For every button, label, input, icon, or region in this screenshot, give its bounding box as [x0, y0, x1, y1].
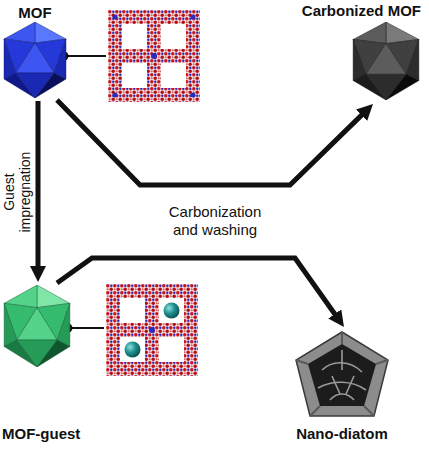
lattice-band [108, 88, 200, 102]
lattice-node [113, 15, 118, 20]
node-shape [292, 330, 392, 422]
facet [4, 303, 17, 346]
node-shape [2, 285, 72, 367]
facet [406, 39, 419, 80]
facet [366, 44, 406, 75]
lattice-node [191, 93, 196, 98]
facet [386, 74, 419, 100]
step-label: Guest impregnation [1, 152, 33, 233]
nano-diatom-shape [292, 330, 392, 422]
lattice-band [106, 362, 198, 376]
upper-leader [60, 52, 107, 61]
mof-guest-node: MOF-guest [2, 285, 80, 443]
process-arrow [36, 101, 41, 270]
facet [54, 39, 66, 79]
process-label: Carbonization and washing [156, 203, 274, 239]
node-heading: MOF [18, 4, 51, 22]
facet [57, 303, 70, 346]
icosahedron-shape [2, 285, 72, 367]
lattice-band [106, 323, 198, 337]
lattice-band [106, 284, 198, 298]
lattice-node [151, 53, 157, 59]
node-heading: MOF-guest [2, 425, 80, 443]
carbonized-mof-node: Carbonized MOF [302, 2, 421, 100]
diatom-edges [296, 332, 388, 416]
mof-lattice [108, 10, 200, 102]
icosahedron-shape [351, 22, 421, 100]
process-arrow [57, 100, 364, 185]
lattice-band [108, 10, 200, 24]
facet [353, 39, 366, 80]
leader-line [64, 55, 106, 57]
node-heading: Carbonized MOF [302, 2, 421, 20]
lattice-node [113, 93, 118, 98]
guest-molecule [164, 303, 180, 319]
diatom-shell [296, 332, 388, 416]
facet [35, 73, 66, 98]
leader-line [68, 327, 104, 329]
diatom-cavity [308, 344, 376, 406]
icosahedron-shape [2, 22, 68, 98]
guest-molecule [125, 342, 141, 358]
node-heading: Nano-diatom [296, 425, 388, 443]
node-shape [351, 22, 421, 100]
facet [4, 39, 16, 79]
facet [17, 308, 57, 340]
mof-node: MOF [2, 4, 68, 98]
diatom-struts [318, 350, 366, 400]
lattice-node [149, 327, 155, 333]
lattice-node [191, 15, 196, 20]
facet [37, 340, 70, 367]
facet [16, 43, 54, 73]
nano-diatom-node: Nano-diatom [292, 330, 392, 443]
mof-guest-lattice [106, 284, 198, 376]
node-shape [2, 22, 68, 98]
lattice-band [108, 49, 200, 63]
